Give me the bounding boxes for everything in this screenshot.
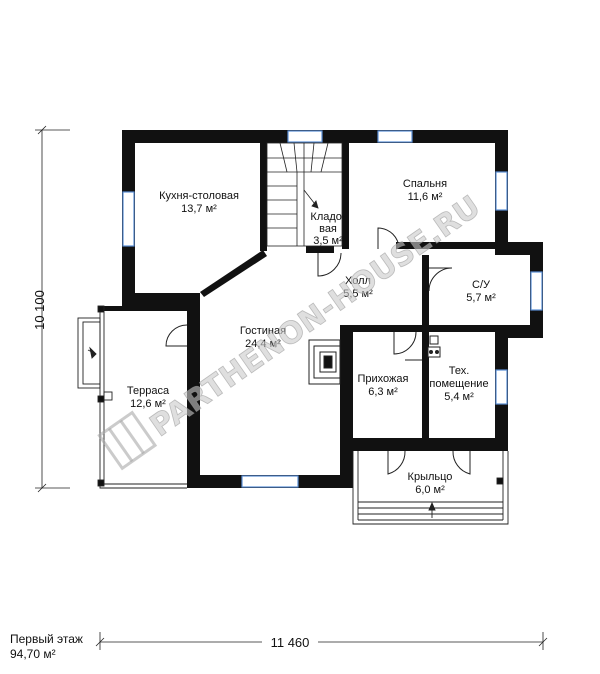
staircase (266, 142, 343, 247)
walls (100, 130, 543, 488)
room-pantry-area: 3,5 м² (313, 235, 343, 247)
wall-kitchen-bottom (122, 293, 200, 306)
dimension-width-label: 11 460 (271, 635, 310, 650)
terrace-outline (77, 305, 187, 489)
wall-diagonal (200, 250, 267, 297)
window-tech (495, 369, 508, 405)
window-bedroom-top (377, 130, 413, 143)
wall-terrace-top (100, 306, 187, 311)
room-bathroom-name: С/У (472, 279, 491, 291)
dimension-width (95, 632, 548, 650)
door-bedroom (377, 227, 400, 250)
door-porch-left (387, 450, 406, 475)
floor-area: 94,70 м² (10, 647, 56, 661)
room-kitchen-name: Кухня-столовая (159, 190, 239, 202)
room-kitchen-area: 13,7 м² (181, 203, 217, 215)
door-pantry (317, 252, 342, 277)
door-entrance-hall (393, 331, 417, 355)
window-living (241, 475, 299, 488)
floor-name: Первый этаж (10, 632, 83, 646)
wall-bedroom-bottom (396, 242, 500, 249)
window-bedroom-right (495, 171, 508, 211)
room-porch-name: Крыльцо (408, 471, 453, 483)
room-hall-area: 5,5 м² (343, 288, 373, 300)
door-bath (428, 267, 453, 292)
dimension-height-label: 10 100 (32, 290, 47, 330)
window-stair (287, 130, 323, 143)
wall-living-left (187, 306, 200, 488)
door-living (165, 324, 188, 347)
wall-hall-bottom (340, 325, 422, 332)
room-entrance-area: 6,3 м² (368, 386, 398, 398)
wall-pantry-bottom (306, 246, 334, 253)
door-porch-right (452, 450, 471, 475)
doors (165, 227, 471, 475)
room-terrace-name: Терраса (127, 385, 170, 397)
watermark-logo-icon (97, 410, 158, 471)
room-pantry-name-1: Кладо- (310, 211, 345, 223)
room-bathroom-area: 5,7 м² (466, 292, 496, 304)
room-bedroom-area: 11,6 м² (408, 191, 443, 203)
wall-bath-left (422, 255, 429, 438)
room-entrance-name: Прихожая (358, 373, 409, 385)
floor-caption: Первый этаж 94,70 м² (10, 632, 83, 662)
windows (122, 130, 543, 488)
room-hall-name: Холл (345, 275, 371, 287)
room-bedroom-name: Спальня (403, 178, 447, 190)
room-tech-name-2: помещение (429, 378, 488, 390)
wall-kitchen-right (260, 143, 267, 251)
room-tech-name-1: Тех. (449, 365, 470, 377)
porch-outline (352, 451, 509, 525)
room-living-area: 24,4 м² (245, 338, 281, 350)
wall-bottom-right (340, 438, 508, 451)
room-pantry-name-2: вая (319, 223, 337, 235)
wall-entrance-left (340, 330, 353, 488)
room-porch-area: 6,0 м² (415, 484, 445, 496)
wall-tech-top (429, 325, 499, 332)
room-living-name: Гостиная (240, 325, 286, 337)
tech-fixtures (427, 335, 441, 358)
room-labels: Кухня-столовая 13,7 м² Спальня 11,6 м² К… (127, 178, 496, 496)
dimension-height (35, 125, 70, 493)
room-terrace-area: 12,6 м² (130, 398, 166, 410)
window-bath (530, 271, 543, 311)
fireplace (308, 339, 341, 385)
room-tech-area: 5,4 м² (444, 391, 474, 403)
window-kitchen (122, 191, 135, 247)
wall-stair-right (342, 143, 349, 249)
